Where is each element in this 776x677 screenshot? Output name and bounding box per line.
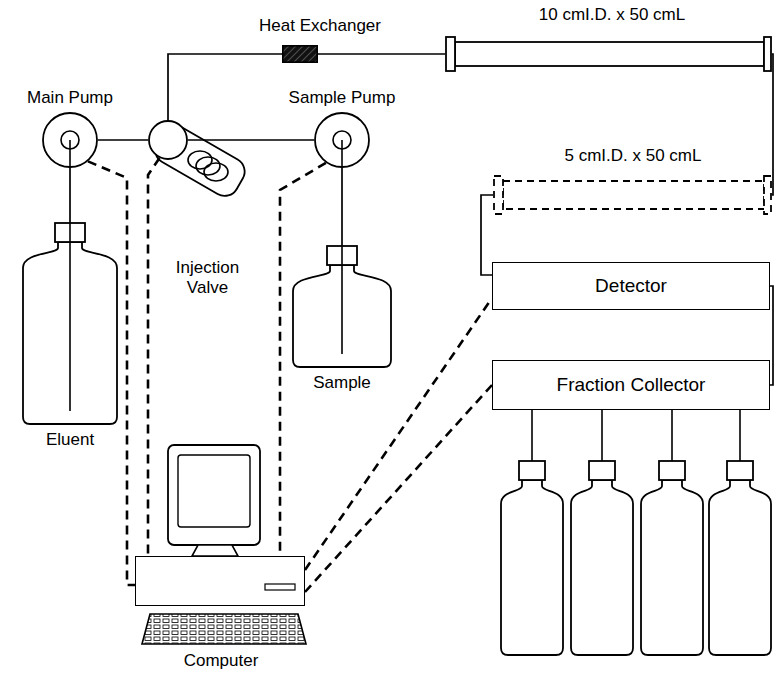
coldash-symbol: 5 cmI.D. x 50 cmL [493, 175, 772, 215]
col-symbol: 10 cmI.D. x 50 cmL [445, 36, 772, 72]
col-outline [445, 36, 772, 72]
valve-outline [148, 120, 188, 160]
flow-line [318, 53, 445, 55]
collection-bottles [501, 410, 771, 655]
flow-line [341, 168, 343, 245]
signal-line [148, 158, 160, 556]
flow-line [69, 168, 71, 222]
part-label: Eluent [46, 430, 94, 450]
box-label: Fraction Collector [557, 374, 706, 396]
flow-line [772, 54, 773, 195]
coldash-outline [493, 175, 772, 215]
pump-symbol: Sample Pump [314, 112, 370, 168]
valve-symbol: Injection Valve [148, 120, 188, 160]
process-box: Computer [135, 556, 305, 606]
part-label: Sample [313, 373, 371, 393]
part-label: 10 cmI.D. x 50 cmL [539, 5, 685, 25]
part-label: Injection Valve [160, 258, 255, 298]
flow-line [770, 286, 773, 385]
he-symbol: Heat Exchanger [282, 45, 318, 63]
signal-line [305, 385, 492, 592]
pump-outline [42, 112, 98, 168]
flow-line [98, 139, 148, 141]
part-label: Main Pump [27, 88, 113, 108]
part-label: Sample Pump [289, 88, 396, 108]
pump-symbol: Main Pump [42, 112, 98, 168]
flow-line [188, 139, 314, 141]
part-label: 5 cmI.D. x 50 cmL [565, 146, 702, 166]
box-label: Detector [595, 275, 667, 297]
bottle-symbol: Sample [292, 245, 392, 368]
computer-illustration [142, 445, 306, 644]
flow-line [168, 54, 282, 120]
bottle-outline [22, 222, 118, 425]
bottle-symbol: Eluent [22, 222, 118, 425]
process-box: Fraction Collector [492, 360, 770, 410]
he-outline [282, 45, 318, 63]
part-label: Computer [184, 651, 259, 671]
bottle-outline [292, 245, 392, 368]
part-label: Heat Exchanger [259, 16, 381, 36]
process-box: Detector [492, 262, 770, 310]
pump-outline [314, 112, 370, 168]
